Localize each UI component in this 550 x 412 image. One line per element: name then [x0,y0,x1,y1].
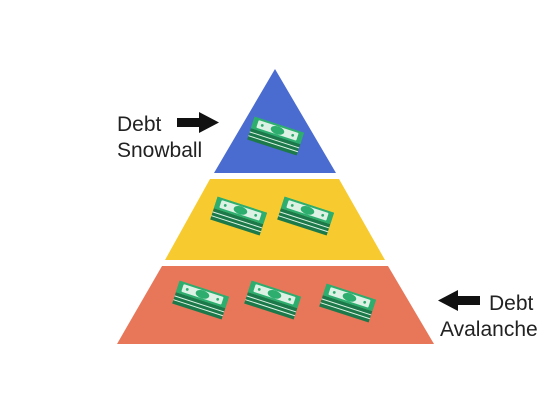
debt-snowball-label-line2: Snowball [117,139,203,162]
arrow-right-icon [177,112,219,133]
debt-avalanche-label-line2: Avalanche [440,318,538,341]
debt-snowball-label-line1: Debt [117,113,162,136]
arrow-left-icon [438,290,480,311]
pyramid-middle-tier [165,179,385,260]
debt-avalanche-label-line1: Debt [489,292,534,315]
pyramid-top-tier [214,69,336,173]
